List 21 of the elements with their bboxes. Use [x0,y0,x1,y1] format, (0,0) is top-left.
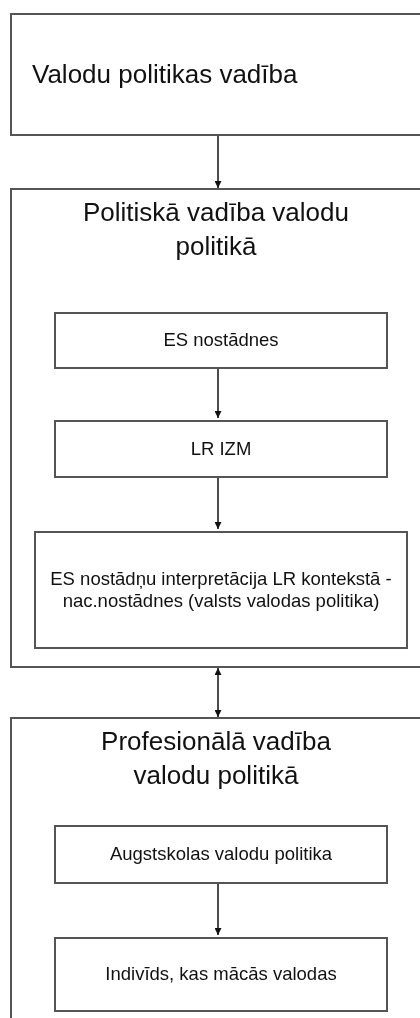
box-label: ES nostādnes [162,329,280,352]
process-box [54,937,388,1012]
process-box [34,531,408,649]
process-box [54,312,388,369]
arrow [214,475,222,530]
process-box [54,420,388,478]
group-box [10,188,420,668]
group-box [10,717,420,1018]
arrow [214,366,222,419]
box-label: ES nostādņu interpretācija LR kontekstā - nac.nostādnes (valsts valodas politika) [49,567,393,613]
arrow [214,667,222,718]
box-label: LR IZM [189,437,253,461]
arrow [214,135,222,189]
group-heading: Politiskā vadība valodu politikā [82,196,350,263]
box-label: Indivīds, kas mācās valodas [104,963,338,986]
arrow [214,881,222,936]
title-box [10,13,420,136]
process-box [54,825,388,884]
box-label: Augstskolas valodu politika [108,843,334,866]
box-label: Valodu politikas vadība [31,57,298,91]
group-heading: Profesionālā vadība valodu politikā [100,725,332,792]
